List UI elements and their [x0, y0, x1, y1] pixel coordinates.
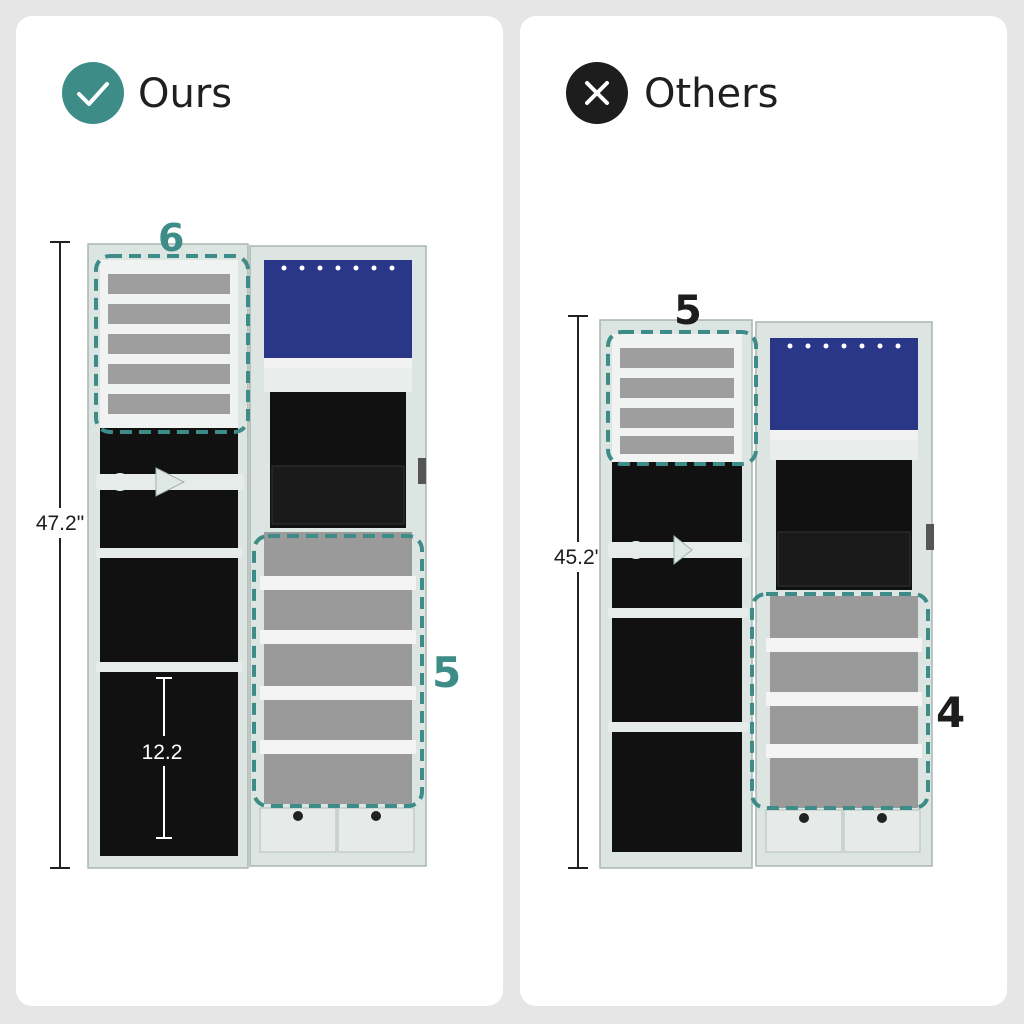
inner-height-label: 12.2: [142, 741, 183, 764]
door: [599, 319, 753, 869]
height-label: 45.2": [554, 546, 602, 569]
check-icon: [62, 62, 124, 124]
height-dimension: [28, 241, 96, 869]
others-cabinet-illustration: 45.2": [544, 315, 934, 869]
cabinet-body: [249, 245, 427, 867]
x-icon: [566, 62, 628, 124]
top-hook-count: 6: [158, 216, 185, 260]
others-title: Others: [644, 71, 779, 117]
top-hooks-highlight: [94, 254, 250, 434]
height-label: 47.2": [36, 512, 84, 535]
top-hook-count: 5: [674, 288, 702, 334]
door: [87, 243, 249, 869]
ours-panel: Ours 47.2": [16, 16, 503, 1006]
ours-title: Ours: [138, 71, 233, 117]
top-hooks-highlight: [606, 330, 758, 466]
ours-cabinet-illustration: 47.2" 12.: [28, 241, 427, 869]
others-panel: Others 45.2": [520, 16, 1007, 1006]
shelves-highlight: [252, 534, 424, 808]
shelf-count: 4: [936, 688, 966, 737]
shelf-count: 5: [432, 648, 462, 697]
